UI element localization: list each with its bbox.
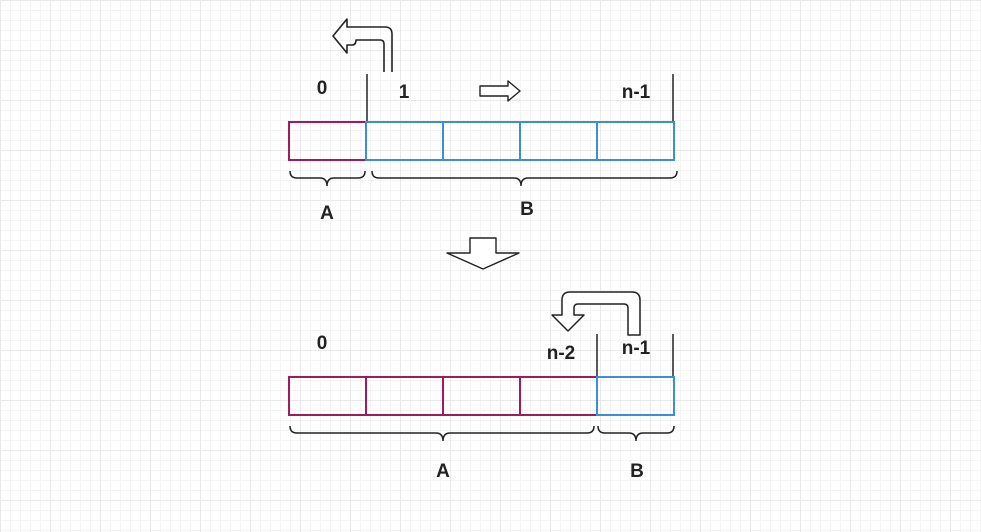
top-brace-b bbox=[371, 170, 678, 187]
bottom-cell-a-4 bbox=[519, 376, 598, 416]
bottom-cell-a-1 bbox=[288, 376, 367, 416]
top-index-n-1: n-1 bbox=[622, 82, 651, 103]
bottom-brace-b-label: B bbox=[630, 461, 644, 482]
bottom-row: 0 n-2 n-1 A B bbox=[288, 291, 675, 482]
curved-arrow-outline bbox=[319, 17, 408, 68]
top-cell-b-3 bbox=[519, 121, 598, 161]
right-arrow-icon bbox=[479, 80, 521, 102]
top-index-0: 0 bbox=[317, 78, 328, 99]
top-brace-a-label: A bbox=[320, 203, 334, 224]
top-index-1: 1 bbox=[399, 82, 410, 103]
bottom-brace-a-label: A bbox=[436, 461, 450, 482]
top-cell-b-2 bbox=[442, 121, 521, 161]
bottom-brace-b bbox=[597, 425, 675, 442]
bottom-cell-a-2 bbox=[365, 376, 444, 416]
top-row: 0 1 n-1 A B bbox=[288, 17, 678, 224]
bottom-cell-a-3 bbox=[442, 376, 521, 416]
top-cell-b-4 bbox=[596, 121, 675, 161]
down-arrow-icon bbox=[446, 237, 520, 270]
curved-arrow-icon bbox=[551, 291, 641, 336]
bottom-cell-b bbox=[596, 376, 675, 416]
top-cell-b-1 bbox=[365, 121, 444, 161]
top-brace-a bbox=[289, 170, 366, 187]
curved-arrow-icon bbox=[332, 18, 393, 72]
bottom-index-0: 0 bbox=[317, 333, 328, 354]
top-brace-b-label: B bbox=[520, 199, 534, 220]
top-cell-a bbox=[288, 121, 367, 161]
bottom-index-n-2: n-2 bbox=[547, 343, 576, 364]
bottom-index-n-1: n-1 bbox=[622, 338, 651, 359]
bottom-brace-a bbox=[289, 425, 595, 442]
